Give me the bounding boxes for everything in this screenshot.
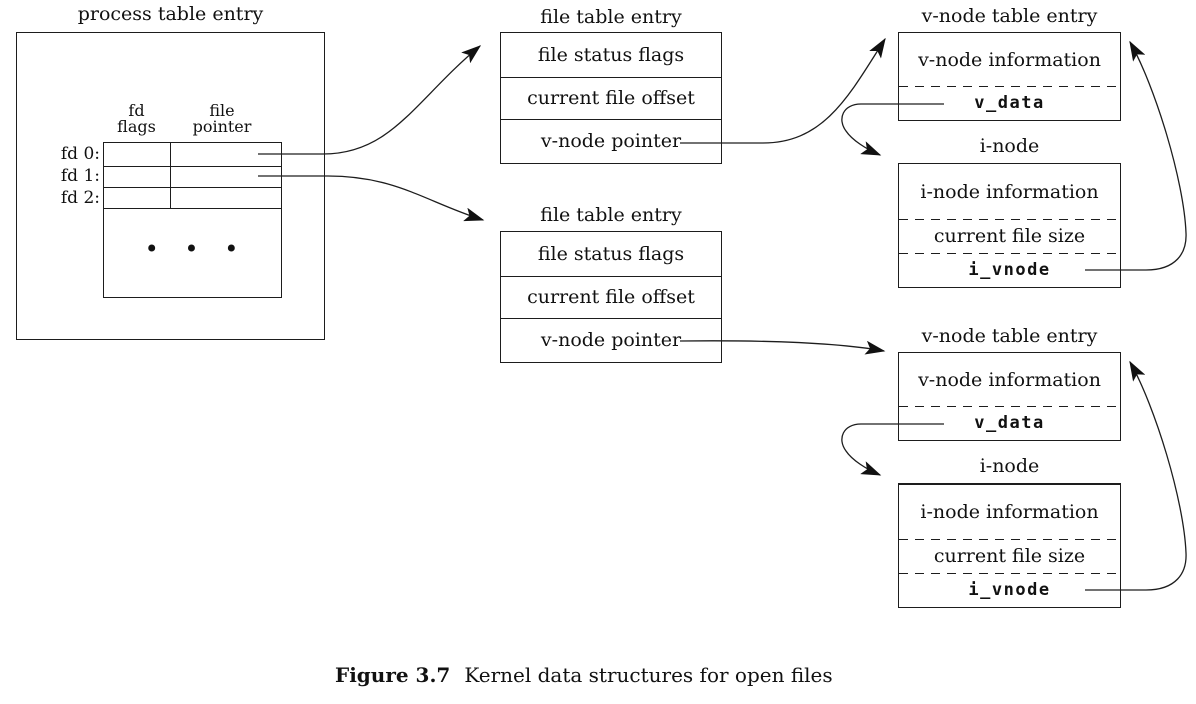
vnode-table-0-title: v-node table entry	[921, 5, 1098, 27]
vnode-table-1-title: v-node table entry	[921, 325, 1098, 347]
vnode-table-0-info: v-node information	[918, 48, 1101, 71]
inode-1-box: i-node information current file size i_v…	[898, 483, 1121, 608]
file-table-1-box: file status flags current file offset v-…	[500, 231, 722, 363]
file-table-0-box: file status flags current file offset v-…	[500, 32, 722, 164]
file-table-1-title: file table entry	[540, 204, 682, 226]
inode-0-dashed-divider-2	[899, 253, 1120, 254]
file-table-0-row-vnode-pointer: v-node pointer	[540, 130, 682, 152]
inode-1-ivnode: i_vnode	[968, 580, 1051, 600]
file-table-1-divider-1	[501, 276, 721, 277]
vnode-table-0-vdata: v_data	[974, 93, 1045, 113]
inode-1-dashed-divider-1	[899, 539, 1120, 540]
vnode-table-0-dashed-divider	[899, 86, 1120, 87]
fd-row-divider-3	[104, 208, 281, 209]
fd-table-ellipsis: • • •	[144, 235, 241, 263]
file-table-0-divider-1	[501, 77, 721, 78]
fd1-label: fd 1:	[60, 166, 100, 186]
inode-1-size: current file size	[933, 545, 1086, 567]
figure-caption-label: Figure 3.7	[335, 663, 451, 687]
fd-flags-header: fd flags	[103, 103, 170, 135]
file-table-1-row-status: file status flags	[537, 243, 685, 265]
fd-flags-header-line2: flags	[117, 117, 156, 136]
fd-flags-header-line1: fd	[128, 101, 145, 120]
fd-table-box: • • •	[103, 142, 282, 298]
file-table-1-row-offset: current file offset	[527, 286, 695, 308]
vnode-table-0-box: v-node information v_data	[898, 32, 1121, 121]
figure-caption-text: Kernel data structures for open files	[464, 663, 833, 687]
process-table-title: process table entry	[77, 3, 264, 25]
fd-row-divider-2	[104, 187, 281, 188]
file-table-1-row-vnode-pointer: v-node pointer	[540, 329, 682, 351]
inode-0-box: i-node information current file size i_v…	[898, 163, 1121, 288]
vnode-table-1-dashed-divider	[899, 406, 1120, 407]
figure-caption: Figure 3.7 Kernel data structures for ope…	[335, 663, 833, 687]
inode-0-title: i-node	[979, 135, 1040, 157]
fd2-label: fd 2:	[60, 188, 100, 208]
inode-0-size: current file size	[933, 225, 1086, 247]
inode-0-info: i-node information	[920, 180, 1099, 203]
file-pointer-header-line1: file	[209, 101, 235, 120]
file-table-0-title: file table entry	[540, 6, 682, 28]
file-pointer-header: file pointer	[170, 103, 274, 135]
inode-0-ivnode: i_vnode	[968, 260, 1051, 280]
inode-0-dashed-divider-1	[899, 219, 1120, 220]
fd-row-divider-1	[104, 166, 281, 167]
file-table-0-divider-2	[501, 119, 721, 120]
file-table-0-row-status: file status flags	[537, 44, 685, 66]
vnode-table-1-vdata: v_data	[974, 413, 1045, 433]
file-pointer-header-line2: pointer	[192, 117, 252, 136]
file-table-1-divider-2	[501, 318, 721, 319]
fd-column-divider	[170, 143, 171, 209]
vnode-table-1-info: v-node information	[918, 368, 1101, 391]
inode-1-dashed-divider-2	[899, 573, 1120, 574]
inode-1-title: i-node	[979, 455, 1040, 477]
inode-1-info: i-node information	[920, 501, 1099, 523]
file-table-0-row-offset: current file offset	[527, 87, 695, 109]
fd0-label: fd 0:	[60, 144, 100, 164]
vnode-table-1-box: v-node information v_data	[898, 352, 1121, 441]
